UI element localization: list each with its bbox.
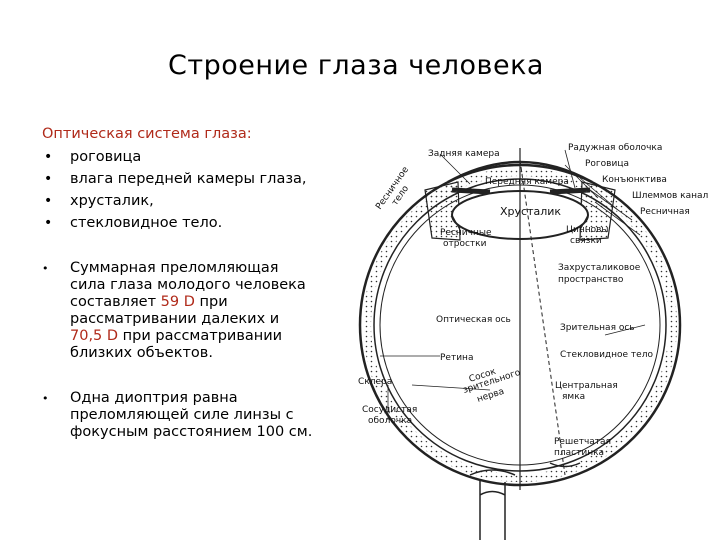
zonule-right (579, 214, 589, 231)
optics-heading: Оптическая система глаза: (42, 126, 252, 142)
label-retrolental-1: Захрусталиковое (558, 263, 641, 273)
label-zonule-1: Цинновы (566, 225, 609, 235)
label-lamina-1: Решетчатая (554, 437, 611, 447)
text-fragment: составляет (70, 294, 157, 310)
label-choroid-2: оболочка (368, 416, 412, 426)
label-posterior-chamber: Задняя камера (428, 149, 500, 159)
line: составляет 59 D при (70, 294, 370, 311)
label-visual-axis: Зрительная ось (560, 323, 635, 333)
list-item: стекловидное тело. (42, 212, 307, 234)
line: Суммарная преломляющая (70, 260, 279, 276)
label-conjunctiva: Конъюнктива (602, 175, 667, 185)
bullet: • (42, 392, 49, 405)
zonule-left (451, 214, 461, 231)
optic-disc (469, 469, 516, 476)
line: 70,5 D при рассматривании (70, 328, 370, 345)
label-schlemm-canal: Шлеммов канал (632, 191, 708, 201)
line: рассматривании далеких и (70, 311, 280, 327)
list-item: роговица (42, 146, 307, 168)
line: близких объектов. (70, 345, 213, 361)
label-fovea-1: Центральная (555, 381, 618, 391)
diopter-definition-text: Одна диоптрия равна преломляющей силе ли… (70, 390, 370, 441)
near-power-value: 70,5 D (70, 328, 119, 344)
optic-nerve (479, 480, 506, 540)
optics-component-list: роговица влага передней камеры глаза, хр… (42, 146, 307, 234)
bullet: • (42, 262, 49, 275)
label-cornea: Роговица (585, 159, 629, 169)
refraction-power-text: Суммарная преломляющая сила глаза молодо… (70, 260, 370, 362)
far-power-value: 59 D (160, 294, 195, 310)
label-iris: Радужная оболочка (568, 143, 662, 153)
label-zonule-2: связки (570, 236, 602, 246)
label-vitreous: Стекловидное тело (560, 350, 653, 360)
leader-lines (380, 149, 646, 420)
label-sclera: Склера (358, 377, 392, 387)
label-fovea-2: ямка (562, 392, 585, 402)
line: преломляющей силе линзы с (70, 407, 294, 423)
text-fragment: при рассматривании (122, 328, 283, 344)
label-optical-axis: Оптическая ось (436, 315, 511, 325)
list-item: хрусталик, (42, 190, 307, 212)
label-retina: Ретина (440, 353, 473, 363)
label-retrolental-2: пространство (558, 275, 624, 285)
list-item: влага передней камеры глаза, (42, 168, 307, 190)
label-lens: Хрусталик (500, 205, 561, 218)
text-fragment: при (194, 294, 228, 310)
ciliary-body-right (579, 181, 616, 241)
label-lamina-2: пластинка (554, 448, 604, 458)
label-ciliary: Ресничная (640, 207, 690, 217)
ciliary-body-left (424, 181, 461, 241)
page-title: Строение глаза человека (168, 50, 544, 81)
fovea-mark (549, 462, 581, 468)
label-ciliary-processes-1: Ресничные (440, 228, 492, 238)
label-choroid-1: Сосудистая (362, 405, 417, 415)
eye-structure-diagram: Задняя камера Радужная оболочка Роговица… (358, 143, 708, 540)
label-ciliary-processes-2: отростки (443, 239, 487, 249)
line: сила глаза молодого человека (70, 277, 306, 293)
line: фокусным расстоянием 100 см. (70, 424, 313, 440)
line: Одна диоптрия равна (70, 390, 238, 406)
label-anterior-chamber: Передняя камера (485, 177, 569, 187)
